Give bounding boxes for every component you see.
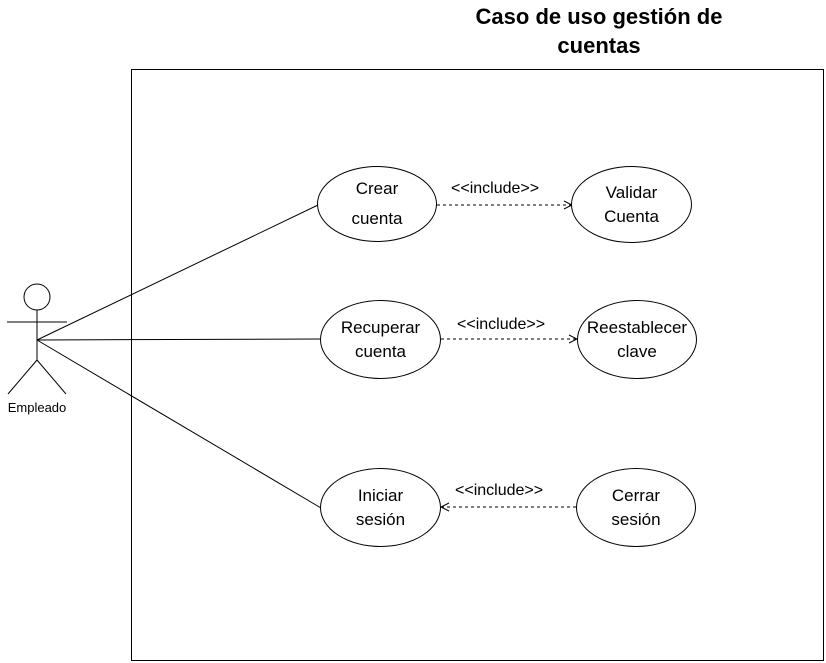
include-label: <<include>>	[457, 316, 546, 333]
use-case-label: cuenta	[351, 209, 403, 228]
use-case-label: clave	[617, 341, 657, 361]
use-case-label: Reestablecer	[586, 317, 688, 337]
system-boundary	[131, 69, 824, 661]
actor-head	[23, 283, 51, 311]
use-case-validar-cuenta[interactable]: Validar Cuenta	[571, 166, 692, 243]
use-case-cerrar-sesion[interactable]: Cerrar sesión	[576, 468, 696, 547]
use-case-label: Recuperar	[340, 317, 421, 337]
diagram-title-line1: Caso de uso gestión de	[475, 4, 723, 29]
use-case-label: Cuenta	[604, 206, 659, 226]
association-iniciar-sesion	[36, 339, 322, 509]
actor-figure	[7, 283, 67, 395]
use-case-crear-cuenta[interactable]: Crear cuenta	[317, 166, 437, 242]
use-case-label: Cerrar	[611, 485, 661, 505]
use-case-recuperar-cuenta[interactable]: Recuperar cuenta	[320, 300, 441, 379]
association-recuperar-cuenta	[36, 338, 321, 341]
actor-right-leg	[36, 359, 67, 395]
diagram-title: Caso de uso gestión de cuentas	[0, 2, 826, 60]
include-label: <<include>>	[455, 482, 544, 499]
association-crear-cuenta	[36, 204, 319, 341]
use-case-label: Iniciar	[357, 485, 404, 505]
include-label: <<include>>	[451, 180, 540, 197]
use-case-label: sesión	[611, 509, 661, 529]
use-case-label: sesión	[355, 509, 406, 529]
use-case-label: Crear	[355, 179, 399, 198]
actor-label: Empleado	[7, 400, 67, 415]
diagram-title-line2: cuentas	[557, 33, 641, 58]
use-case-reestablecer-clave[interactable]: Reestablecer clave	[577, 300, 697, 379]
use-case-label: cuenta	[354, 341, 407, 361]
use-case-label: Validar	[605, 182, 658, 202]
actor-left-leg	[7, 359, 38, 395]
use-case-iniciar-sesion[interactable]: Iniciar sesión	[320, 468, 441, 547]
